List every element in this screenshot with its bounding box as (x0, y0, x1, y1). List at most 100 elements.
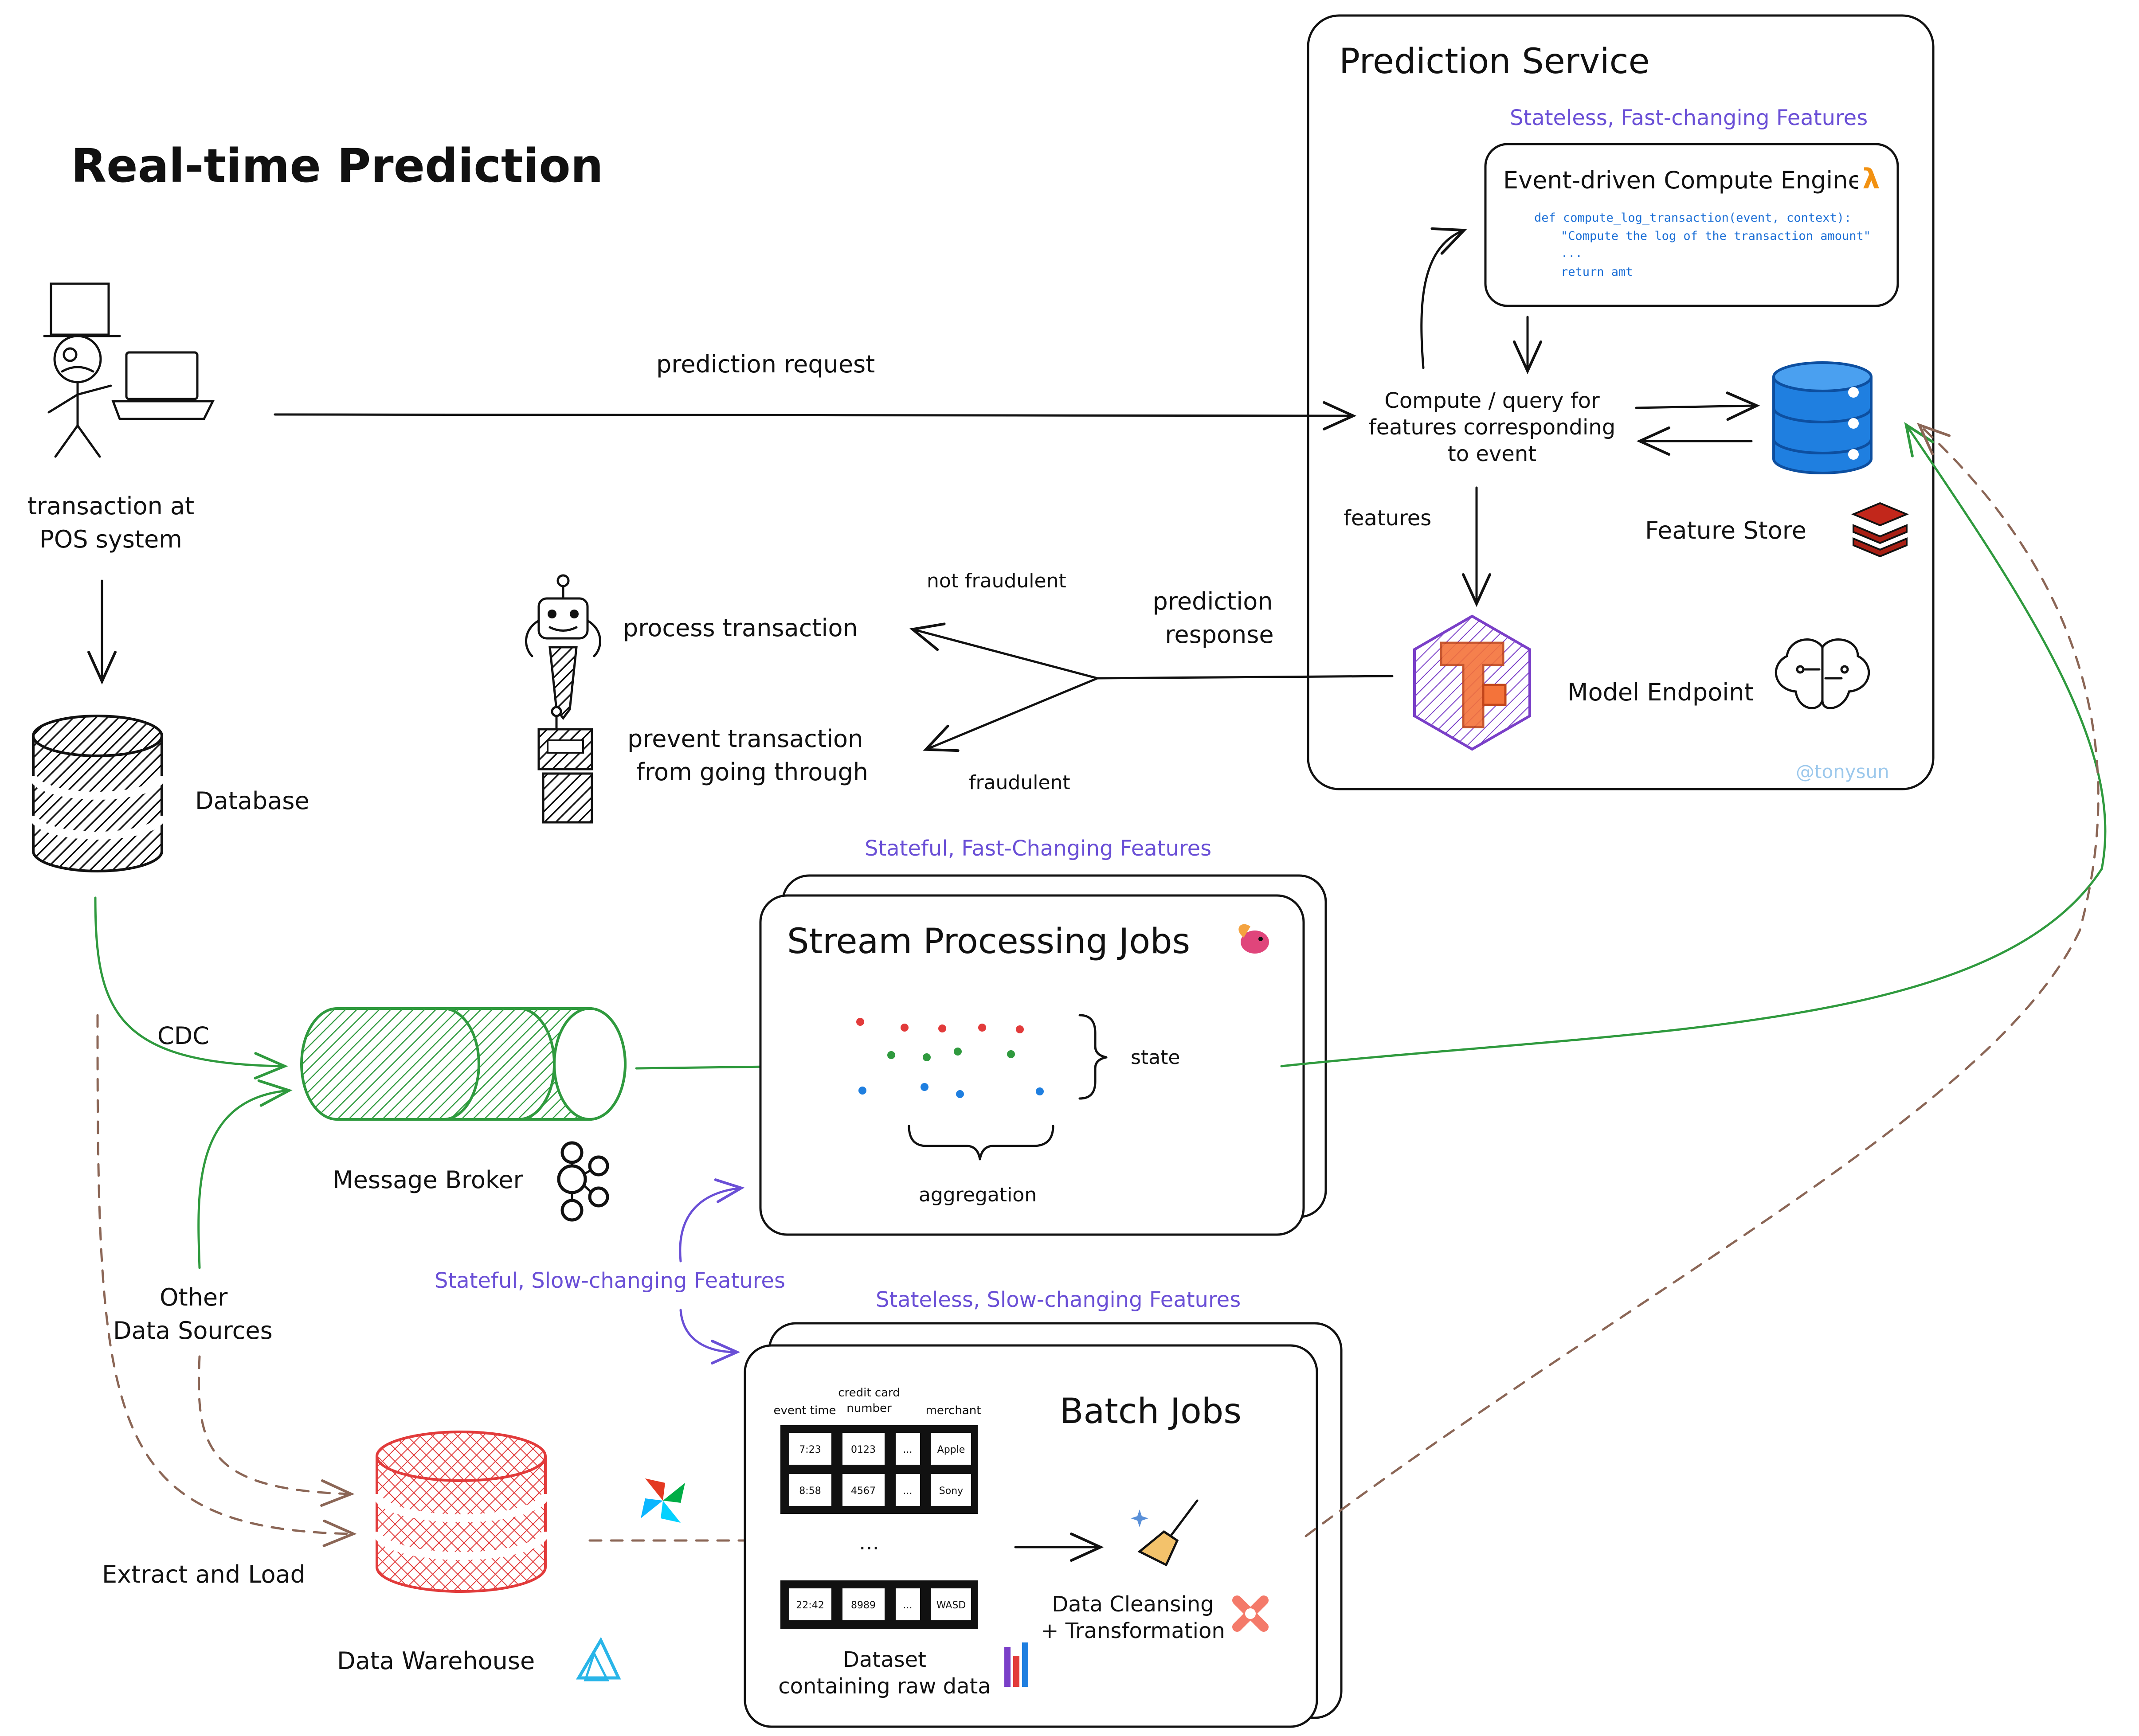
cleansing-line1: Data Cleansing (1052, 1592, 1214, 1617)
redis-icon (1851, 502, 1909, 558)
batch-to-feature-store-arrow (1305, 422, 2100, 1537)
cdc-arrow (94, 896, 288, 1080)
not-fraudulent-label: not fraudulent (927, 570, 1066, 592)
stream-processing-box (759, 894, 1305, 1236)
col-event-time: event time (773, 1404, 836, 1417)
cell-r1-c1: 4567 (851, 1486, 876, 1497)
other-sources-line1: Other (160, 1283, 228, 1311)
feature-store-icon (1772, 361, 1873, 474)
aws-lambda-icon: λ (1858, 163, 1884, 195)
airflow-pinwheel-icon (641, 1478, 685, 1523)
cell-r0-c0: 7:23 (799, 1444, 821, 1455)
actor-label-line1: transaction at (27, 492, 194, 520)
cleansing-line2: + Transformation (1041, 1619, 1225, 1643)
code-line-1: def compute_log_transaction(event, conte… (1534, 211, 1851, 225)
aggregation-label: aggregation (919, 1184, 1037, 1206)
cell-r1-c3: Sony (939, 1486, 963, 1497)
prediction-response-line2: response (1165, 621, 1273, 649)
cell-r0-c2: ... (903, 1444, 913, 1455)
prediction-response-line1: prediction (1153, 587, 1273, 615)
compute-engine-box (1484, 143, 1899, 307)
cell-r0-c1: 0123 (851, 1444, 876, 1455)
extract-load-arrow-from-other (198, 1355, 355, 1507)
extract-and-load-label: Extract and Load (102, 1560, 306, 1588)
cell-r2-c2: ... (903, 1600, 913, 1611)
database-icon (29, 715, 166, 872)
slow-to-batch-arrow (679, 1309, 740, 1365)
not-fraudulent-arrow (909, 622, 1099, 680)
batch-header-label: Stateless, Slow-changing Features (876, 1287, 1241, 1312)
prediction-service-title: Prediction Service (1339, 42, 1650, 82)
dataset-label-line1: Dataset (843, 1647, 926, 1672)
compute-to-engine-arrow (1420, 227, 1467, 369)
message-broker-label: Message Broker (333, 1166, 524, 1194)
transform-x-icon (1232, 1595, 1269, 1632)
batch-jobs-title: Batch Jobs (1060, 1392, 1242, 1431)
stream-header-label: Stateful, Fast-Changing Features (865, 836, 1211, 861)
col-merchant: merchant (926, 1404, 981, 1417)
fraudulent-label: fraudulent (969, 771, 1070, 794)
col-card-line1: credit card (838, 1386, 900, 1400)
actor-label-line2: POS system (39, 525, 182, 553)
compute-query-line3: to event (1448, 442, 1536, 466)
laptop-icon (111, 351, 215, 420)
snowflake-triangle-icon (576, 1637, 621, 1681)
stateful-slow-label: Stateful, Slow-changing Features (435, 1268, 785, 1293)
aggregation-brace (908, 1125, 1054, 1161)
slow-to-stream-arrow (679, 1178, 745, 1263)
feature-store-label: Feature Store (1645, 516, 1806, 544)
cdc-label: CDC (157, 1022, 209, 1050)
cell-r1-c0: 8:58 (799, 1486, 821, 1497)
database-label: Database (195, 787, 309, 815)
credit-label: @tonysun (1796, 761, 1889, 782)
stop-robot-icon (537, 706, 593, 824)
cell-r1-c2: ... (903, 1486, 913, 1497)
compute-to-store-arrow (1635, 391, 1760, 421)
code-line-3: ... (1561, 246, 1583, 260)
message-broker-icon (300, 1007, 627, 1121)
event-dots (856, 1018, 1044, 1098)
happy-robot-icon (525, 574, 601, 720)
other-sources-arrow (197, 1079, 293, 1269)
process-transaction-label: process transaction (623, 614, 858, 642)
prediction-request-arrow (274, 401, 1357, 430)
code-line-2: "Compute the log of the transaction amou… (1561, 229, 1871, 243)
code-line-4: return amt (1561, 265, 1633, 279)
prevent-transaction-line2: from going through (636, 758, 868, 786)
cell-r0-c3: Apple (937, 1444, 965, 1455)
cell-r2-c3: WASD (936, 1600, 966, 1611)
data-warehouse-icon (373, 1431, 549, 1593)
extract-load-arrow-from-db (96, 1014, 357, 1547)
compute-query-line2: features corresponding (1369, 415, 1615, 440)
fraudulent-arrow (923, 677, 1099, 752)
svg-text:λ: λ (1862, 163, 1880, 195)
kafka-icon (557, 1141, 609, 1222)
dataset-label-line2: containing raw data (778, 1674, 991, 1699)
other-sources-line2: Data Sources (113, 1317, 273, 1345)
stream-to-feature-store-arrow (1280, 422, 2107, 1067)
broom-icon (1131, 1499, 1199, 1567)
dataset-icon (1004, 1642, 1028, 1687)
stream-processing-title: Stream Processing Jobs (787, 922, 1190, 962)
compute-engine-title: Event-driven Compute Engine (1503, 166, 1863, 194)
flink-squirrel-icon (1238, 924, 1269, 954)
prediction-request-label: prediction request (656, 350, 875, 378)
prediction-response-line (1096, 675, 1394, 680)
dataset-table (780, 1425, 978, 1629)
page-title: Real-time Prediction (71, 139, 603, 193)
cell-r2-c1: 8989 (851, 1600, 876, 1611)
row-ellipsis: ... (859, 1530, 879, 1555)
state-brace (1078, 1014, 1108, 1100)
cell-r2-c0: 22:42 (796, 1600, 824, 1611)
model-endpoint-label: Model Endpoint (1567, 678, 1754, 706)
brain-icon (1775, 638, 1870, 709)
stateless-fast-label: Stateless, Fast-changing Features (1510, 106, 1868, 130)
features-label: features (1344, 506, 1431, 531)
data-warehouse-label: Data Warehouse (337, 1647, 535, 1675)
state-label: state (1131, 1046, 1180, 1069)
tensorflow-icon (1413, 614, 1531, 751)
col-card-line2: number (846, 1402, 892, 1415)
compute-query-line1: Compute / query for (1384, 388, 1600, 413)
prevent-transaction-line1: prevent transaction (627, 725, 863, 753)
